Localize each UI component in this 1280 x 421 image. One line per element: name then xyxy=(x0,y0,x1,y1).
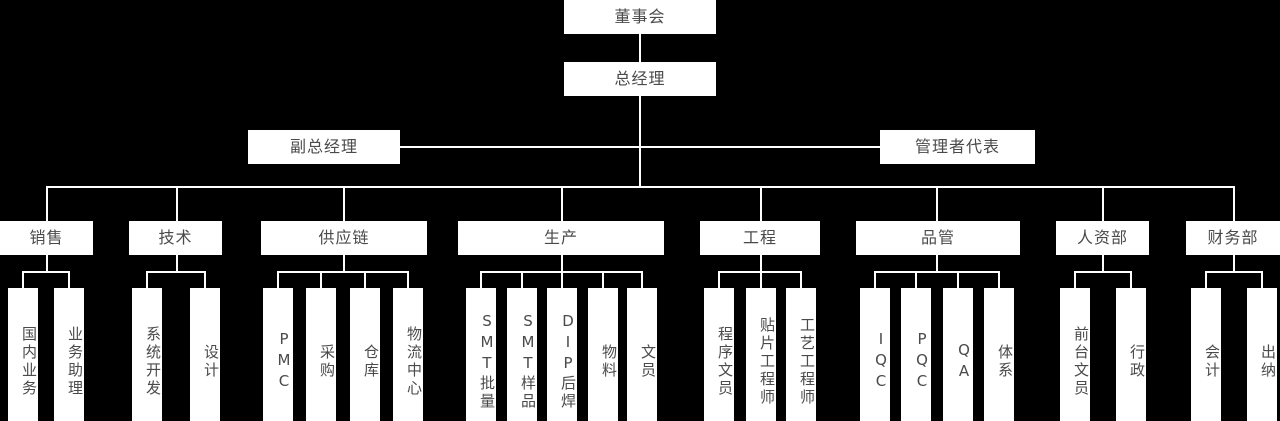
node-leaf-business-assistant[interactable]: 业务助理 xyxy=(54,288,84,421)
node-deputy-general-manager[interactable]: 副总经理 xyxy=(248,130,400,164)
connector-leafdrop xyxy=(22,271,24,288)
node-leaf-warehouse[interactable]: 仓库 xyxy=(350,288,380,421)
connector-drop-technology xyxy=(176,186,178,221)
node-leaf-qa[interactable]: QA xyxy=(943,288,973,421)
node-leaf-materials[interactable]: 物料 xyxy=(588,288,618,421)
connector-stem-hr xyxy=(1102,255,1104,272)
connector-leafdrop xyxy=(480,271,482,288)
connector-leafdrop xyxy=(561,271,563,288)
connector-leafdrop xyxy=(68,271,70,288)
connector-leafdrop xyxy=(1074,271,1076,288)
connector-stem-finance xyxy=(1233,255,1235,272)
connector-subbus-finance xyxy=(1205,271,1263,273)
connector-leafdrop xyxy=(277,271,279,288)
node-department-finance[interactable]: 财务部 xyxy=(1186,221,1280,255)
node-leaf-purchasing[interactable]: 采购 xyxy=(306,288,336,421)
connector-leafdrop xyxy=(1205,271,1207,288)
connector-leafdrop xyxy=(641,271,643,288)
connector-drop-sales xyxy=(46,186,48,221)
connector-leafdrop xyxy=(760,271,762,288)
node-department-technology[interactable]: 技术 xyxy=(129,221,222,255)
node-leaf-administration[interactable]: 行政 xyxy=(1116,288,1146,421)
node-leaf-reception-clerk[interactable]: 前台文员 xyxy=(1060,288,1090,421)
node-department-sales[interactable]: 销售 xyxy=(0,221,93,255)
node-leaf-smt-engineer[interactable]: 贴片工程师 xyxy=(746,288,776,421)
node-leaf-cashier[interactable]: 出纳 xyxy=(1247,288,1277,421)
node-leaf-design[interactable]: 设计 xyxy=(190,288,220,421)
connector-subbus-technology xyxy=(146,271,206,273)
connector-deputy-to-mgmt-rep xyxy=(400,146,880,148)
connector-drop-finance xyxy=(1233,186,1235,221)
connector-stem-production xyxy=(561,255,563,272)
connector-drop-engineering xyxy=(760,186,762,221)
connector-leafdrop xyxy=(718,271,720,288)
connector-leafdrop xyxy=(364,271,366,288)
node-leaf-system-development[interactable]: 系统开发 xyxy=(132,288,162,421)
connector-subbus-quality xyxy=(874,271,1000,273)
node-department-quality[interactable]: 品管 xyxy=(856,221,1020,255)
connector-leafdrop xyxy=(521,271,523,288)
connector-drop-hr xyxy=(1102,186,1104,221)
connector-leafdrop xyxy=(1261,271,1263,288)
connector-leafdrop xyxy=(602,271,604,288)
connector-leafdrop xyxy=(407,271,409,288)
connector-leafdrop xyxy=(146,271,148,288)
connector-leafdrop xyxy=(874,271,876,288)
connector-subbus-hr xyxy=(1074,271,1132,273)
node-management-representative[interactable]: 管理者代表 xyxy=(880,130,1035,164)
connector-gm-trunk xyxy=(639,96,641,188)
connector-subbus-sales xyxy=(22,271,70,273)
connector-leafdrop xyxy=(1130,271,1132,288)
node-general-manager[interactable]: 总经理 xyxy=(564,62,716,96)
node-leaf-production-clerk[interactable]: 文员 xyxy=(627,288,657,421)
node-department-production[interactable]: 生产 xyxy=(458,221,664,255)
connector-leafdrop xyxy=(320,271,322,288)
node-leaf-smt-mass-production[interactable]: SMT批量 xyxy=(466,288,496,421)
node-leaf-dip-post-soldering[interactable]: DIP后焊 xyxy=(547,288,577,421)
connector-leafdrop xyxy=(998,271,1000,288)
node-leaf-domestic-business[interactable]: 国内业务 xyxy=(8,288,38,421)
node-leaf-logistics-center[interactable]: 物流中心 xyxy=(393,288,423,421)
connector-drop-quality xyxy=(936,186,938,221)
node-department-hr[interactable]: 人资部 xyxy=(1056,221,1149,255)
connector-drop-production xyxy=(561,186,563,221)
node-leaf-iqc[interactable]: IQC xyxy=(860,288,890,421)
node-leaf-system-management[interactable]: 体系 xyxy=(984,288,1014,421)
connector-leafdrop xyxy=(800,271,802,288)
node-department-supply-chain[interactable]: 供应链 xyxy=(261,221,427,255)
connector-leafdrop xyxy=(204,271,206,288)
connector-stem-technology xyxy=(176,255,178,272)
connector-subbus-supply-chain xyxy=(277,271,409,273)
connector-stem-sales xyxy=(46,255,48,272)
node-leaf-pmc[interactable]: PMC xyxy=(263,288,293,421)
node-leaf-process-engineer[interactable]: 工艺工程师 xyxy=(786,288,816,421)
node-leaf-smt-sample[interactable]: SMT样品 xyxy=(507,288,537,421)
connector-department-bus xyxy=(46,186,1234,188)
connector-drop-supply-chain xyxy=(343,186,345,221)
node-leaf-accounting[interactable]: 会计 xyxy=(1191,288,1221,421)
connector-stem-quality xyxy=(936,255,938,272)
node-board[interactable]: 董事会 xyxy=(564,0,716,34)
connector-leafdrop xyxy=(957,271,959,288)
connector-leafdrop xyxy=(915,271,917,288)
connector-board-to-gm xyxy=(639,34,641,62)
node-leaf-pqc[interactable]: PQC xyxy=(901,288,931,421)
connector-stem-engineering xyxy=(760,255,762,272)
node-leaf-program-clerk[interactable]: 程序文员 xyxy=(704,288,734,421)
node-department-engineering[interactable]: 工程 xyxy=(700,221,820,255)
connector-stem-supply-chain xyxy=(343,255,345,272)
